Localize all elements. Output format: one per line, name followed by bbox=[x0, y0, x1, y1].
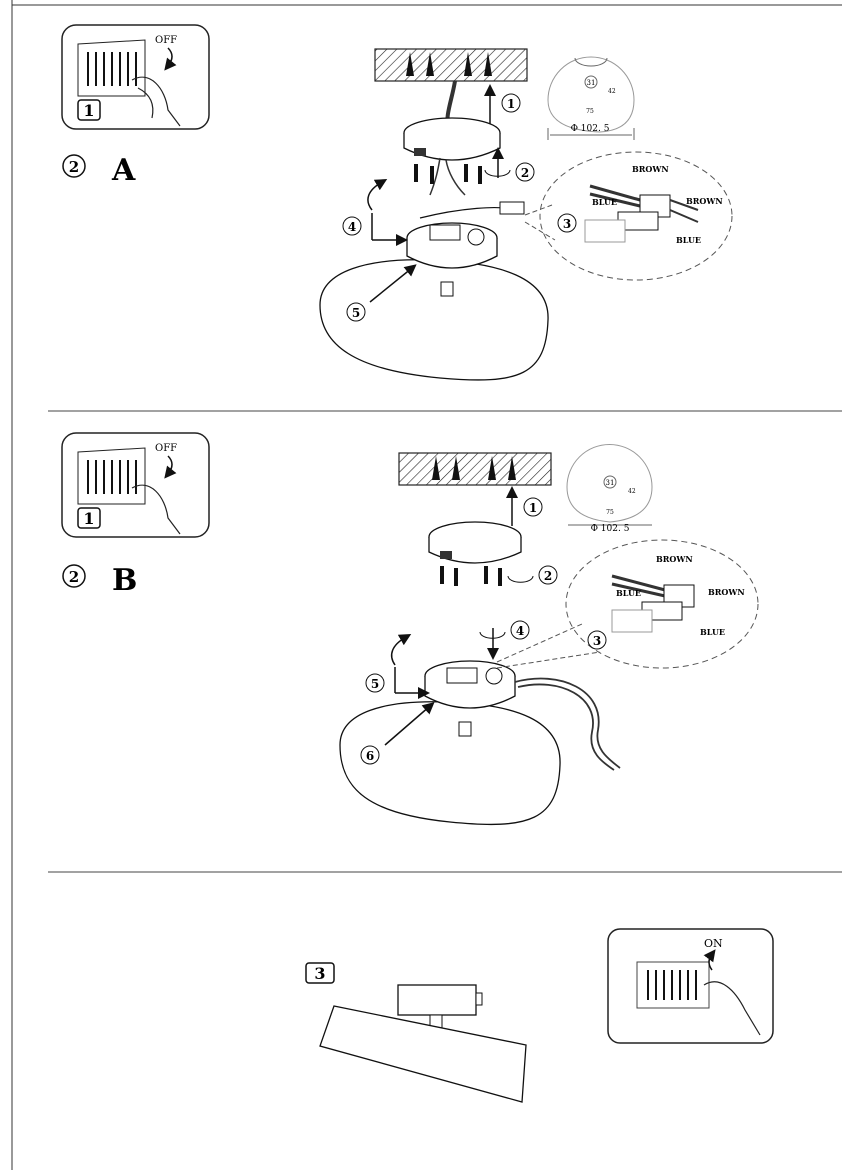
dim-slot: 75 bbox=[606, 509, 614, 516]
callout-2-circle bbox=[538, 565, 558, 585]
dim-side: 42 bbox=[608, 88, 616, 95]
step-1-number: 1 bbox=[83, 509, 94, 528]
dim-slot: 75 bbox=[586, 108, 594, 115]
wire-label-brown-1: BROWN bbox=[632, 164, 669, 174]
wire-label-brown-2: BROWN bbox=[686, 196, 723, 206]
callout-5: 5 bbox=[371, 677, 379, 691]
callout-6: 6 bbox=[366, 749, 374, 763]
breaker-off-panel: OFF 1 bbox=[61, 432, 210, 538]
section-a: OFF 1 2 A 1 bbox=[61, 24, 733, 381]
installed-lamp bbox=[319, 984, 527, 1103]
step-2-circle bbox=[62, 154, 86, 178]
dim-diameter: Φ 102. 5 bbox=[591, 524, 630, 534]
variant-label: B bbox=[112, 563, 137, 598]
step-1-box bbox=[77, 507, 101, 529]
ceiling-hatch bbox=[374, 48, 528, 82]
callout-1-circle bbox=[523, 497, 543, 517]
callout-3-circle bbox=[587, 630, 607, 650]
wire-label-brown-1: BROWN bbox=[656, 554, 693, 564]
hand-icon bbox=[131, 484, 181, 535]
hand-icon bbox=[703, 981, 761, 1036]
wire-label-blue-1: BLUE bbox=[616, 588, 641, 598]
switch-down-arrow-icon bbox=[164, 455, 177, 479]
breaker-state-label: OFF bbox=[155, 35, 177, 46]
wire-label-blue-2: BLUE bbox=[676, 235, 701, 245]
callout-5: 5 bbox=[352, 306, 360, 320]
switch-up-arrow-icon bbox=[703, 949, 716, 971]
callout-6-circle bbox=[360, 745, 380, 765]
callout-1: 1 bbox=[507, 97, 515, 111]
callout-2: 2 bbox=[544, 569, 552, 583]
step-3-box bbox=[305, 962, 335, 984]
variant-label: A bbox=[111, 153, 136, 188]
wire-label-blue-2: BLUE bbox=[700, 627, 725, 637]
ceiling-hatch bbox=[398, 452, 552, 486]
wire-label-brown-2: BROWN bbox=[708, 587, 745, 597]
callout-5-circle bbox=[365, 673, 385, 693]
callout-4-circle bbox=[342, 216, 362, 236]
callout-2: 2 bbox=[521, 166, 529, 180]
breaker-off-panel: OFF 1 bbox=[61, 24, 210, 130]
callout-3-circle bbox=[557, 213, 577, 233]
step-1-box bbox=[77, 99, 101, 121]
mounting-plate bbox=[403, 117, 501, 161]
hand-icon bbox=[131, 76, 181, 127]
step-3-number: 3 bbox=[314, 964, 325, 983]
callout-5-circle bbox=[346, 302, 366, 322]
callout-3: 3 bbox=[593, 634, 601, 648]
callout-4: 4 bbox=[348, 220, 356, 234]
callout-1-circle bbox=[501, 93, 521, 113]
wall-anchors bbox=[432, 456, 516, 480]
breaker-on-panel: ON bbox=[607, 928, 774, 1044]
breaker-state-label: ON bbox=[704, 937, 723, 950]
screws bbox=[414, 164, 482, 184]
dim-diameter: Φ 102. 5 bbox=[571, 124, 610, 134]
callout-4-circle bbox=[510, 620, 530, 640]
step-2-number: 2 bbox=[69, 568, 79, 586]
wiring-detail-a: BROWN BLUE BROWN BLUE 3 bbox=[524, 151, 733, 281]
section-b: OFF 1 2 B 1 2 bbox=[61, 432, 759, 825]
step-2b-heading: 2 B bbox=[62, 563, 137, 598]
dim-side: 42 bbox=[628, 488, 636, 495]
step-2-number: 2 bbox=[69, 158, 79, 176]
step-2-circle bbox=[62, 564, 86, 588]
plate-dimension-detail: 31 42 75 Φ 102. 5 bbox=[566, 444, 653, 534]
dim-center: 31 bbox=[606, 479, 615, 487]
lamp-body-a bbox=[319, 201, 549, 381]
callout-3: 3 bbox=[563, 217, 571, 231]
breaker-state-label: OFF bbox=[155, 443, 177, 454]
section-3: 3 ON bbox=[305, 928, 774, 1103]
callout-1: 1 bbox=[529, 501, 537, 515]
screws bbox=[440, 566, 502, 586]
wire-label-blue-1: BLUE bbox=[592, 197, 617, 207]
wall-anchors bbox=[406, 52, 492, 76]
wiring-detail-b: BROWN BLUE BROWN BLUE 3 bbox=[496, 539, 759, 669]
plate-dimension-detail: 31 42 75 Φ 102. 5 bbox=[547, 56, 635, 140]
dim-center: 31 bbox=[587, 79, 596, 87]
callout-4: 4 bbox=[516, 624, 524, 638]
lamp-body-b bbox=[339, 660, 621, 825]
switch-down-arrow-icon bbox=[164, 47, 177, 71]
step-2a-heading: 2 A bbox=[62, 153, 136, 188]
mounting-plate bbox=[428, 521, 522, 564]
callout-2-circle bbox=[515, 162, 535, 182]
step-1-number: 1 bbox=[83, 101, 94, 120]
